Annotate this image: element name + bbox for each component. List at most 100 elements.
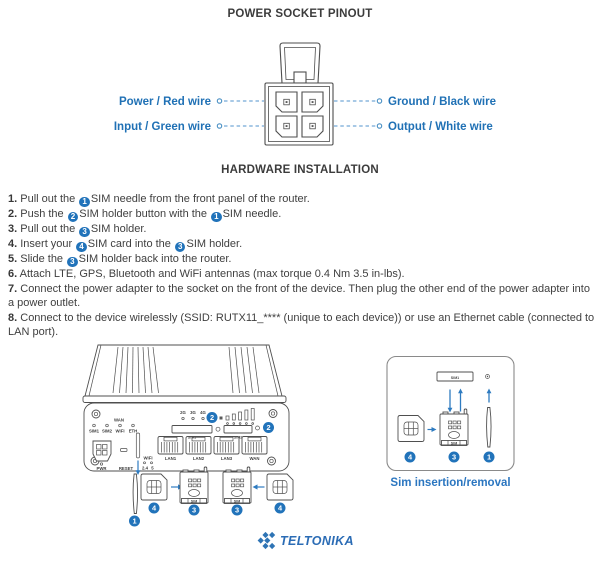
step-number: 6. xyxy=(8,268,18,280)
svg-text:4: 4 xyxy=(408,453,413,462)
sim-insertion-panel: SIM1 SIM xyxy=(386,355,515,472)
svg-text:3: 3 xyxy=(452,453,456,462)
step-badge: 3 xyxy=(67,256,78,267)
panel-arrow-right xyxy=(427,427,437,432)
svg-text:SIM: SIM xyxy=(191,499,197,503)
svg-text:3: 3 xyxy=(192,506,196,515)
installation-step: 6. Attach LTE, GPS, Bluetooth and WiFi a… xyxy=(8,268,405,280)
installation-step: 8. Connect to the device wirelessly (SSI… xyxy=(8,311,595,339)
svg-text:2: 2 xyxy=(210,413,214,422)
sim-holder-item-left: SIM xyxy=(179,466,209,504)
led-label-wifi: WiFi xyxy=(115,429,124,434)
badge-2-sim2: 2 xyxy=(263,422,274,433)
arrow-left-insert xyxy=(252,484,265,490)
sim-card-item-left xyxy=(140,473,168,501)
needle-pointer-arrow xyxy=(135,460,141,475)
panel-sim-needle xyxy=(486,407,492,448)
pin-socket-bottom-left xyxy=(275,115,298,138)
hardware-diagram: WAN SIM1 SIM2 WiFi ETH 2G 3G 4G 2 xyxy=(82,344,515,527)
pin-socket-top-left xyxy=(275,91,298,113)
badge-2-sim1: 2 xyxy=(206,412,218,423)
svg-text:1: 1 xyxy=(487,453,491,462)
connector-latch xyxy=(279,42,321,84)
network-led-group: 2G 3G 4G xyxy=(180,410,207,421)
status-led-group: WAN SIM1 SIM2 WiFi ETH xyxy=(89,418,137,434)
step-badge: 2 xyxy=(67,211,79,222)
wan-led-label: WAN xyxy=(114,418,124,423)
brand-logo: TELTONIKA xyxy=(256,531,354,550)
led-label-eth: ETH xyxy=(129,429,138,434)
led-label-sim1: SIM1 xyxy=(89,429,100,434)
step-number: 8. xyxy=(8,311,18,324)
svg-text:4: 4 xyxy=(278,504,283,513)
led-label-4g: 4G xyxy=(200,410,206,415)
router-front-panel: WAN SIM1 SIM2 WiFi ETH 2G 3G 4G 2 xyxy=(83,402,290,472)
badge-1-needle: 1 xyxy=(129,515,140,527)
wire-leaders xyxy=(216,98,383,129)
reset-button: RESET xyxy=(119,448,134,471)
installation-title: HARDWARE INSTALLATION xyxy=(221,164,379,176)
panel-sim-slot: SIM1 xyxy=(436,371,490,382)
led-label-3g: 3G xyxy=(190,410,196,415)
wifi-band-labels: WiFi 2.4 5 xyxy=(142,456,154,471)
step-badge: 3 xyxy=(79,226,90,237)
connector-body xyxy=(264,82,334,146)
badge-3-panel: 3 xyxy=(448,451,460,463)
svg-text:3: 3 xyxy=(235,506,239,515)
power-label: PWR xyxy=(96,466,107,471)
svg-text:SIM: SIM xyxy=(234,499,240,503)
badge-1-panel: 1 xyxy=(483,451,495,463)
power-socket-figure: Power / Red wire Input / Green wire Grou… xyxy=(114,42,496,146)
badge-4-card-right: 4 xyxy=(274,502,286,514)
reset-label: RESET xyxy=(119,466,134,471)
step-badge: 3 xyxy=(174,241,186,252)
panel-sim-holder: SIM xyxy=(439,408,469,446)
label-ground-black-wire: Ground / Black wire xyxy=(388,96,496,108)
sim-needle-item xyxy=(132,473,139,514)
step-badge: 4 xyxy=(76,241,87,252)
label-input-green-wire: Input / Green wire xyxy=(114,121,211,133)
pinout-title: POWER SOCKET PINOUT xyxy=(227,8,373,20)
badge-3-holder-left: 3 xyxy=(188,504,200,516)
pin-socket-bottom-right xyxy=(301,115,324,138)
installation-step: 7. Connect the power adapter to the sock… xyxy=(8,282,590,310)
svg-text:SIM1: SIM1 xyxy=(451,376,459,380)
step-badge: 1 xyxy=(79,196,90,207)
step-badge: 1 xyxy=(211,211,222,222)
badge-3-holder-right: 3 xyxy=(231,504,243,516)
step-number: 2. xyxy=(8,208,18,220)
port-label-wan: WAN xyxy=(249,456,259,461)
sim-holder-item-right: SIM xyxy=(222,466,252,504)
led-label-2g: 2G xyxy=(180,410,186,415)
svg-text:2: 2 xyxy=(266,423,270,432)
panel-needle-arrow-up xyxy=(486,388,492,403)
svg-text:1: 1 xyxy=(132,517,136,526)
port-label-lan3: LAN3 xyxy=(221,456,233,461)
wifi-band-5: 5 xyxy=(151,466,154,471)
badge-4-panel: 4 xyxy=(404,451,416,463)
wifi-label: WiFi xyxy=(143,456,152,461)
led-label-sim2: SIM2 xyxy=(102,429,113,434)
svg-text:4: 4 xyxy=(152,504,157,513)
teltonika-logo-icon xyxy=(257,531,276,550)
sim-needle-slot xyxy=(135,432,141,459)
step-number: 4. xyxy=(8,238,18,250)
arrow-down-insert xyxy=(447,389,453,413)
arrow-up-remove xyxy=(458,388,463,412)
step-number: 7. xyxy=(8,282,18,295)
pin-socket-top-right xyxy=(301,91,324,113)
badge-4-card-left: 4 xyxy=(148,502,160,514)
port-label-lan1: LAN1 xyxy=(165,456,177,461)
sim-slot-2: SIM2 xyxy=(223,425,260,440)
signal-strength-leds xyxy=(219,408,255,425)
sim-insertion-caption: Sim insertion/removal xyxy=(390,477,511,489)
sim-card-item-right xyxy=(266,473,294,501)
antenna-fins-left xyxy=(112,346,159,394)
panel-sim-card xyxy=(397,415,425,442)
step-number: 5. xyxy=(8,253,18,265)
